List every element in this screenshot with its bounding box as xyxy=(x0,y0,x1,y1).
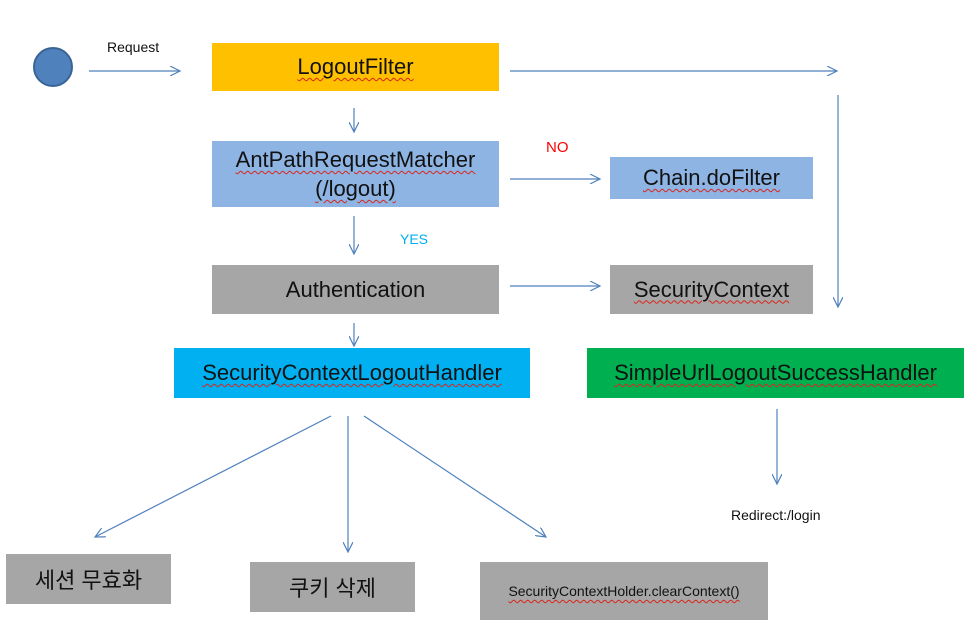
ant-path-matcher-node: AntPathRequestMatcher (/logout) xyxy=(212,141,499,207)
authentication-node: Authentication xyxy=(212,265,499,314)
chain-dofilter-node: Chain.doFilter xyxy=(610,157,813,199)
clear-context-label: SecurityContextHolder.clearContext() xyxy=(508,583,740,599)
security-context-node: SecurityContext xyxy=(610,265,813,314)
logout-handler-label: SecurityContextLogoutHandler xyxy=(202,360,502,385)
invalidate-session-label: 세션 무효화 xyxy=(34,568,143,593)
security-context-label: SecurityContext xyxy=(633,276,790,302)
clear-context-node: SecurityContextHolder.clearContext() xyxy=(480,562,768,620)
authentication-label: Authentication xyxy=(285,276,426,302)
redirect-label: Redirect:/login xyxy=(731,507,821,523)
logout-filter-node: LogoutFilter xyxy=(212,43,499,91)
delete-cookie-node: 쿠키 삭제 xyxy=(250,562,415,612)
yes-label: YES xyxy=(400,231,429,247)
no-label: NO xyxy=(546,139,569,156)
arrow-handler-to-session xyxy=(95,415,332,537)
success-handler-node: SimpleUrlLogoutSuccessHandler xyxy=(587,348,964,398)
arrow-handler-to-clearcontext xyxy=(363,415,546,537)
invalidate-session-node: 세션 무효화 xyxy=(6,554,171,604)
logout-filter-label: LogoutFilter xyxy=(297,54,414,79)
request-label: Request xyxy=(107,39,160,55)
ant-path-matcher-label: AntPathRequestMatcher (/logout) xyxy=(235,147,476,201)
delete-cookie-label: 쿠키 삭제 xyxy=(288,576,377,601)
success-handler-label: SimpleUrlLogoutSuccessHandler xyxy=(614,360,937,385)
start-node xyxy=(33,47,73,87)
chain-dofilter-label: Chain.doFilter xyxy=(643,165,780,190)
logout-handler-node: SecurityContextLogoutHandler xyxy=(174,348,530,398)
